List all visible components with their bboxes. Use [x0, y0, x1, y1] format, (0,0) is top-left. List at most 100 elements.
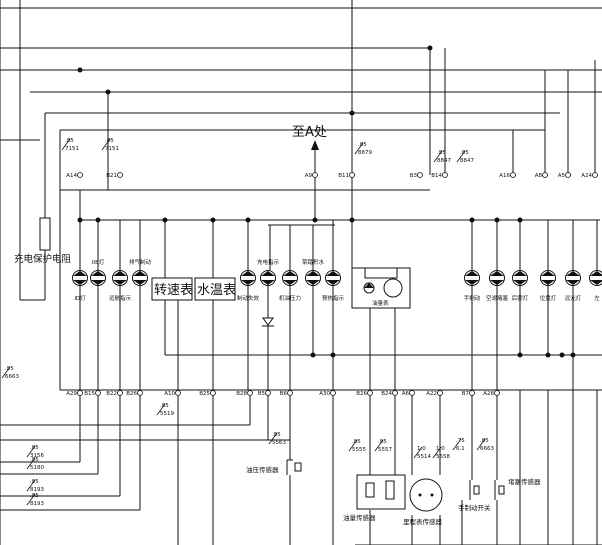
- pin-label: B26: [126, 391, 137, 397]
- pin-label: A10: [164, 391, 175, 397]
- wire-tags: .857151.857151.858879.858847.858847.8566…: [1, 138, 494, 507]
- oil-pressure-sensor: 油压传感器: [246, 459, 302, 475]
- wire-gauge: .85: [30, 493, 39, 499]
- lamp-label: 制动失效: [237, 294, 260, 302]
- wire-code: 6663: [480, 446, 494, 452]
- pin-label: B7: [462, 391, 470, 397]
- pin-label: B6: [280, 391, 288, 397]
- wire-gauge: .85: [65, 138, 74, 144]
- wire-gauge: .75: [456, 438, 465, 444]
- pin-label: A24: [581, 173, 592, 179]
- indicator-lamp: 制动失效: [237, 270, 260, 302]
- pin-label: B22: [106, 391, 117, 397]
- handbrake-switch: 手制动开关: [458, 480, 491, 512]
- to-a-label: 至A处: [292, 125, 327, 140]
- connector-pin: A6: [402, 390, 415, 397]
- connector-pin: A14: [66, 172, 83, 179]
- indicator-lamp: 预热指示: [322, 270, 345, 302]
- connector-pin: B26: [126, 390, 143, 397]
- wire-code: 5557: [378, 447, 392, 453]
- pin-label: B28: [236, 391, 247, 397]
- indicator-lamp: 空滤堵塞: [486, 270, 509, 302]
- wire-gauge: .85: [358, 142, 367, 148]
- lamp-label: 空滤堵塞: [486, 294, 509, 302]
- pin-label: B24: [381, 391, 392, 397]
- wire-tag: .85 8879: [354, 142, 372, 156]
- pin-label: B25: [199, 391, 210, 397]
- connector-pin: A9: [305, 172, 318, 179]
- connector-pin: A29: [66, 390, 83, 397]
- pin-label: A8: [535, 173, 543, 179]
- indicator-lamp: 左: [589, 270, 602, 302]
- arrow-to-a: 至A处: [292, 125, 327, 158]
- connector-pin: B14: [431, 172, 448, 179]
- tachometer: 转速表: [151, 277, 193, 301]
- connector-pin: A30: [319, 390, 336, 397]
- indicator-lamp: 后雾灯: [512, 270, 529, 302]
- wire-gauge: 1.0: [417, 446, 426, 452]
- pin-label: A5: [558, 173, 566, 179]
- indicator-lamp: 排气制动: [129, 258, 152, 286]
- lamp-label: ID灯: [74, 294, 86, 302]
- wire-gauge: .85: [352, 439, 361, 445]
- connector-pin: B3: [410, 172, 423, 179]
- lamp-label: 预热指示: [322, 294, 345, 302]
- wire-tag: .756.1: [452, 438, 465, 452]
- wire-code: 8847: [437, 158, 451, 164]
- connector-pin: B25: [199, 390, 216, 397]
- wire-gauge: .85: [30, 479, 39, 485]
- connector-pin: A16: [499, 172, 516, 179]
- connector-pin: B6: [280, 390, 293, 397]
- lamp-label: 远光灯: [565, 294, 582, 302]
- wire-gauge: .85: [160, 403, 169, 409]
- wire-tag: .85 7151: [61, 138, 79, 152]
- wire-code: 7151: [105, 146, 119, 152]
- indicator-lamp: 0B灯: [90, 258, 106, 286]
- pin-label: B15: [84, 391, 95, 397]
- pin-label: A9: [305, 173, 313, 179]
- lamp-label: 远航指示: [109, 294, 132, 302]
- connector-pin: B28: [236, 390, 253, 397]
- connector-pin: A22: [426, 390, 443, 397]
- clog-sensor: 堵塞传感器: [494, 477, 541, 500]
- wire-tag: .85 5519: [156, 403, 174, 417]
- pin-label: B21: [106, 173, 117, 179]
- connector-pin: B24: [381, 390, 398, 397]
- clog-sensor-label: 堵塞传感器: [508, 477, 541, 486]
- lamp-label: 排气制动: [129, 258, 152, 266]
- fuel-sensor: 油量传感器: [343, 474, 406, 522]
- indicator-lamp: 远航指示: [109, 270, 132, 302]
- connector-pin: A5: [558, 172, 571, 179]
- pin-label: B14: [431, 173, 442, 179]
- wire-gauge: .85: [272, 432, 281, 438]
- lamp-label: 机油压力: [279, 294, 301, 302]
- lamp-label: 后雾灯: [512, 294, 529, 302]
- wire-code: 8879: [358, 150, 372, 156]
- odometer-sensor-label: 里程表传感器: [403, 517, 443, 526]
- fuel-gauge: 油量表: [351, 267, 411, 309]
- wire-code: 6663: [5, 374, 19, 380]
- wire-code: 6.1: [456, 446, 465, 452]
- wire-code: 8847: [460, 158, 474, 164]
- wire-code: 7151: [65, 146, 79, 152]
- wire-code: 5519: [160, 411, 174, 417]
- wire-code: 5180: [30, 465, 44, 471]
- connector-pin: A10: [164, 390, 181, 397]
- indicator-lamps: ID灯0B灯远航指示排气制动制动失效充电指示机油压力菜踏积水预热指示手制动空滤堵…: [72, 258, 602, 302]
- connector-pin: A8: [535, 172, 548, 179]
- pin-label: B11: [338, 173, 349, 179]
- lamp-label: 菜踏积水: [302, 258, 325, 266]
- indicator-lamp: 远光灯: [565, 270, 582, 302]
